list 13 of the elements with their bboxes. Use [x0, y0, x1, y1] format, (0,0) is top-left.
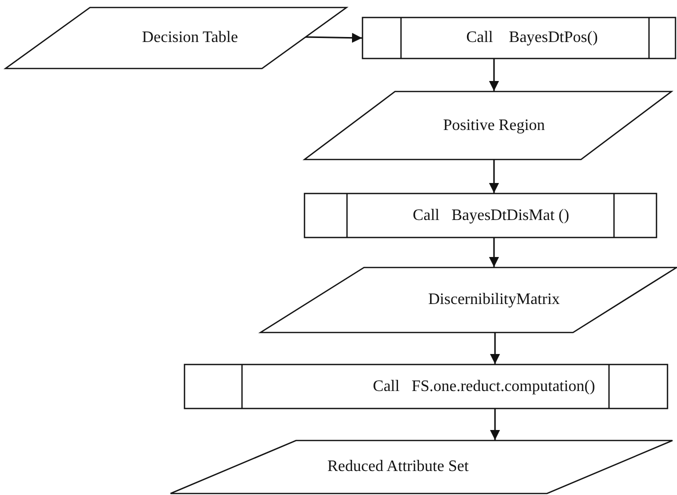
arrow	[489, 238, 499, 267]
node-label: Decision Table	[142, 29, 238, 47]
node-label: Reduced Attribute Set	[327, 458, 469, 476]
arrow	[489, 59, 499, 91]
node-label: Call FS.one.reduct.computation()	[372, 378, 596, 396]
arrow	[490, 409, 500, 440]
node-label: Call BayesDtPos()	[466, 29, 598, 47]
node-label: Call BayesDtDisMat ()	[412, 206, 570, 224]
arrow	[490, 333, 500, 364]
node-label: Positive Region	[443, 116, 545, 134]
node-label: DiscernibilityMatrix	[428, 291, 560, 309]
arrow	[489, 160, 499, 193]
arrow	[304, 32, 362, 43]
